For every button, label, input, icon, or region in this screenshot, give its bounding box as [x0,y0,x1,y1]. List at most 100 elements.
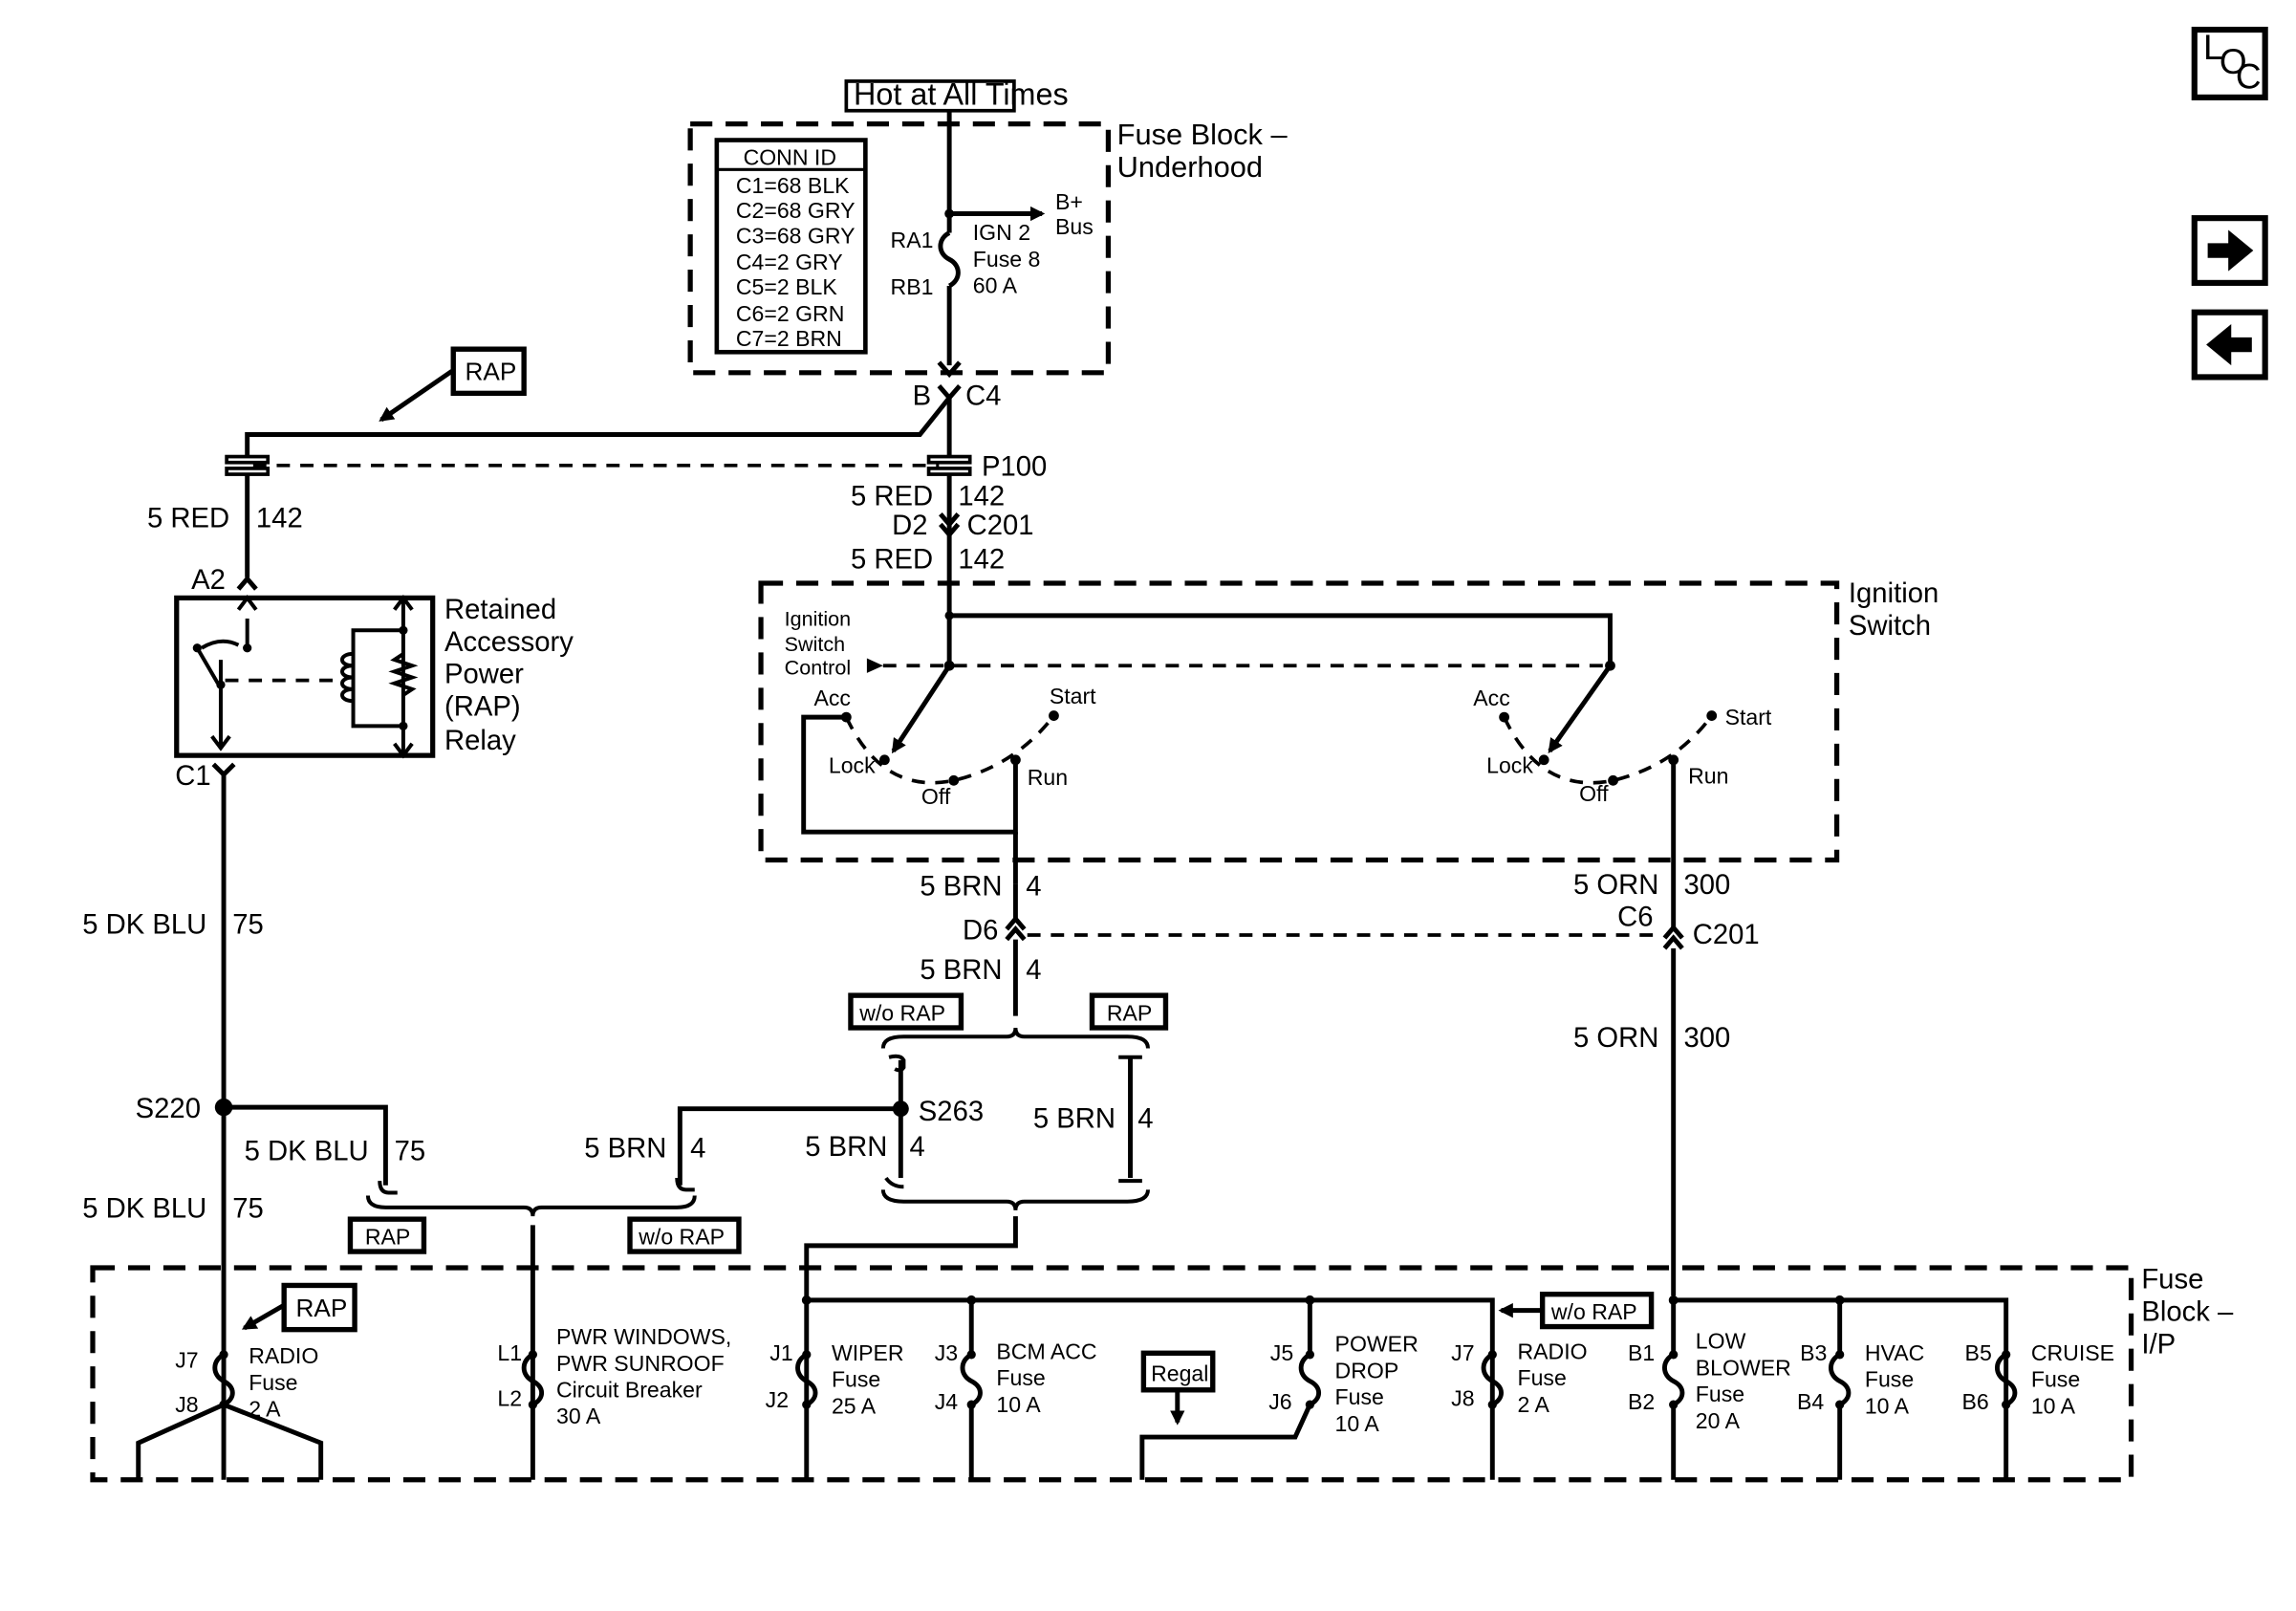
svg-text:DROP: DROP [1335,1358,1399,1382]
svg-text:10 A: 10 A [2031,1393,2076,1418]
svg-text:Off: Off [921,784,951,809]
svg-text:B+: B+ [1055,189,1083,214]
svg-text:P100: P100 [982,452,1047,483]
svg-text:Hot at All Times: Hot at All Times [854,77,1069,112]
svg-text:B3: B3 [1800,1340,1827,1365]
without-rap-option-tag-upper[interactable] [848,992,964,1031]
svg-text:Fuse: Fuse [1696,1382,1744,1406]
svg-text:B6: B6 [1961,1389,1988,1414]
svg-text:5 ORN: 5 ORN [1573,1023,1658,1054]
svg-text:L: L [2203,28,2223,67]
svg-text:J7: J7 [175,1348,198,1373]
svg-text:Block –: Block – [2141,1296,2234,1327]
svg-text:Run: Run [1028,765,1068,790]
svg-text:Accessory: Accessory [444,627,574,658]
svg-text:RAP: RAP [295,1294,347,1322]
svg-text:Switch: Switch [1849,611,1931,642]
rap-option-tag-upper[interactable] [1089,992,1169,1031]
svg-text:10 A: 10 A [996,1392,1041,1417]
svg-text:Acc: Acc [813,686,850,710]
svg-text:w/o RAP: w/o RAP [638,1224,725,1249]
fuse-block-underhood-boundary [687,120,1112,376]
svg-text:RAP: RAP [1107,1000,1152,1025]
svg-text:CRUISE: CRUISE [2031,1340,2114,1365]
svg-text:J8: J8 [1451,1386,1474,1411]
svg-text:BLOWER: BLOWER [1696,1355,1791,1380]
fuse-block-underhood-title: Fuse Block – [1117,118,1289,151]
svg-text:5 DK BLU: 5 DK BLU [82,909,206,940]
svg-text:B4: B4 [1797,1389,1824,1414]
svg-text:Fuse: Fuse [1865,1367,1914,1392]
svg-text:C5=2 BLK: C5=2 BLK [736,274,837,299]
svg-text:5 BRN: 5 BRN [584,1133,666,1164]
svg-text:Switch: Switch [785,632,845,656]
svg-text:5 BRN: 5 BRN [920,955,1002,986]
svg-text:B: B [913,381,932,412]
svg-text:I/P: I/P [2141,1329,2176,1360]
svg-text:142: 142 [958,481,1005,512]
svg-text:Acc: Acc [1473,686,1509,710]
svg-text:75: 75 [232,909,264,940]
svg-text:RA1: RA1 [891,228,934,252]
svg-text:5 BRN: 5 BRN [805,1132,887,1163]
svg-text:PWR WINDOWS,: PWR WINDOWS, [556,1324,731,1349]
svg-text:w/o RAP: w/o RAP [858,1000,945,1025]
svg-text:5 BRN: 5 BRN [920,871,1002,902]
svg-text:2 A: 2 A [249,1396,281,1421]
without-rap-option-tag-ip[interactable] [1539,1292,1655,1330]
svg-text:J1: J1 [769,1340,792,1365]
svg-text:C201: C201 [967,511,1034,541]
svg-text:25 A: 25 A [832,1393,877,1418]
arrow-right-icon [2207,229,2254,272]
svg-text:5 RED: 5 RED [147,503,229,533]
svg-text:w/o RAP: w/o RAP [1550,1299,1637,1324]
next-page-button[interactable] [2191,215,2268,286]
rap-option-tag-lower[interactable] [347,1216,427,1254]
svg-text:Underhood: Underhood [1117,150,1263,184]
svg-text:C7=2 BRN: C7=2 BRN [736,326,842,351]
hot-at-all-times-label [844,79,1016,113]
svg-text:4: 4 [910,1132,925,1163]
svg-text:75: 75 [232,1194,264,1225]
svg-text:C3=68 GRY: C3=68 GRY [736,223,856,248]
fuse-block-ip-boundary [90,1265,2134,1483]
svg-text:L1: L1 [497,1340,522,1365]
svg-text:Control: Control [785,655,851,679]
svg-text:S220: S220 [136,1094,201,1124]
arrow-left-icon [2206,324,2252,366]
svg-text:Lock: Lock [1486,753,1533,778]
rap-reference-tag-ip[interactable] [281,1282,357,1333]
svg-text:300: 300 [1683,1023,1730,1054]
svg-text:142: 142 [256,503,303,533]
without-rap-option-tag-lower[interactable] [627,1216,742,1254]
previous-page-button[interactable] [2191,309,2268,381]
svg-text:5 DK BLU: 5 DK BLU [82,1194,206,1225]
svg-text:5 ORN: 5 ORN [1573,870,1658,901]
svg-text:D6: D6 [963,916,998,947]
svg-text:10 A: 10 A [1335,1411,1380,1436]
svg-text:C1=68 BLK: C1=68 BLK [736,173,850,198]
svg-text:RB1: RB1 [891,274,934,299]
svg-text:142: 142 [958,545,1005,576]
loc-button[interactable]: L O C [2191,26,2268,100]
svg-text:J7: J7 [1451,1340,1474,1365]
rap-reference-tag[interactable] [450,346,527,397]
svg-text:B2: B2 [1628,1389,1655,1414]
svg-text:C201: C201 [1693,920,1760,950]
svg-text:Fuse: Fuse [2031,1367,2080,1392]
svg-text:B1: B1 [1628,1340,1655,1365]
svg-text:5 DK BLU: 5 DK BLU [245,1137,369,1167]
svg-text:4: 4 [690,1133,705,1164]
svg-text:Run: Run [1688,763,1728,788]
svg-text:Bus: Bus [1055,214,1094,239]
svg-text:Start: Start [1725,705,1772,729]
svg-text:Fuse: Fuse [832,1367,880,1392]
svg-text:Start: Start [1050,684,1096,708]
svg-text:75: 75 [395,1137,426,1167]
svg-text:BCM ACC: BCM ACC [996,1339,1096,1363]
svg-text:C2=68 GRY: C2=68 GRY [736,198,856,223]
svg-text:4: 4 [1026,955,1041,986]
svg-text:RADIO: RADIO [249,1343,318,1368]
